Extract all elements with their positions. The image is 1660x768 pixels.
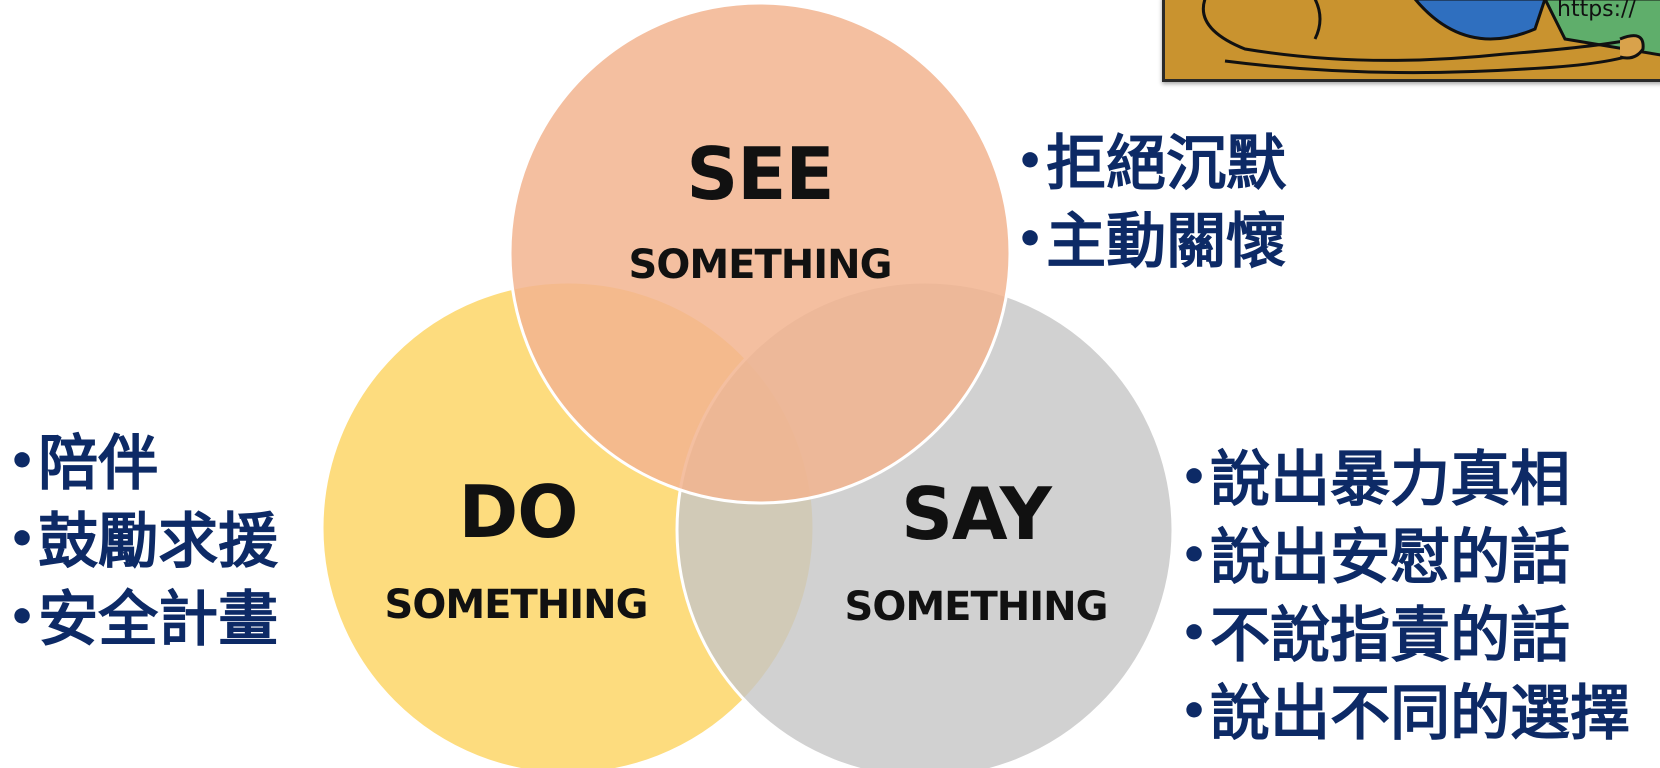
image-url-text: https:// (1557, 0, 1636, 22)
list-item: •不說指責的話 (1180, 596, 1630, 674)
bullet-icon: • (8, 436, 37, 487)
say-subtitle: SOMETHING (844, 584, 1109, 630)
bullet-icon: • (1016, 214, 1045, 265)
list-item: •鼓勵求援 (8, 502, 278, 580)
see-subtitle: SOMETHING (628, 242, 893, 288)
list-item: •說出不同的選擇 (1180, 674, 1630, 752)
bullet-icon: • (1016, 136, 1045, 187)
list-item: •主動關懷 (1016, 202, 1286, 280)
see-bullet-list: •拒絕沉默 •主動關懷 (1016, 124, 1286, 280)
say-title: SAY (901, 472, 1052, 556)
do-item-text: 鼓勵求援 (38, 507, 279, 577)
do-item-text: 安全計畫 (38, 585, 279, 655)
bullet-icon: • (8, 514, 37, 565)
do-title: DO (458, 470, 579, 554)
list-item: •拒絕沉默 (1016, 124, 1286, 202)
bullet-icon: • (1180, 686, 1209, 737)
list-item: •陪伴 (8, 424, 278, 502)
list-item: •說出暴力真相 (1180, 440, 1630, 518)
say-bullet-list: •說出暴力真相 •說出安慰的話 •不說指責的話 •說出不同的選擇 (1180, 440, 1630, 752)
list-item: •說出安慰的話 (1180, 518, 1630, 596)
say-item-text: 說出安慰的話 (1210, 523, 1571, 593)
bullet-icon: • (1180, 530, 1209, 581)
cartoon-illustration-icon (1165, 0, 1660, 79)
see-item-text: 主動關懷 (1046, 207, 1287, 277)
say-item-text: 說出不同的選擇 (1210, 679, 1631, 749)
see-item-text: 拒絕沉默 (1046, 129, 1287, 199)
see-circle (508, 1, 1012, 505)
see-title: SEE (686, 132, 834, 216)
say-item-text: 不說指責的話 (1210, 601, 1571, 671)
cartoon-image: https:// (1162, 0, 1660, 82)
bullet-icon: • (8, 592, 37, 643)
bullet-icon: • (1180, 608, 1209, 659)
do-bullet-list: •陪伴 •鼓勵求援 •安全計畫 (8, 424, 278, 658)
bullet-icon: • (1180, 452, 1209, 503)
say-item-text: 說出暴力真相 (1210, 445, 1571, 515)
list-item: •安全計畫 (8, 580, 278, 658)
do-subtitle: SOMETHING (384, 582, 649, 628)
do-item-text: 陪伴 (38, 429, 159, 499)
